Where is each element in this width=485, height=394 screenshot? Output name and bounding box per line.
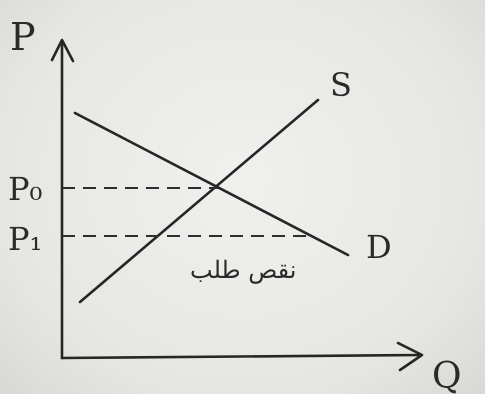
shortage-annotation: نقص طلب bbox=[190, 256, 296, 284]
x-axis-arrowhead bbox=[396, 341, 424, 372]
supply-curve bbox=[78, 98, 320, 304]
x-axis bbox=[60, 353, 422, 360]
p0-label: P₀ bbox=[8, 170, 42, 208]
x-axis-label: Q bbox=[432, 356, 462, 394]
demand-curve bbox=[73, 111, 350, 257]
y-axis-arrowhead bbox=[50, 38, 75, 63]
y-axis-label: P bbox=[10, 15, 36, 59]
supply-label: S bbox=[330, 66, 352, 104]
demand-label: D bbox=[366, 228, 392, 266]
p1-label: P₁ bbox=[8, 220, 42, 258]
